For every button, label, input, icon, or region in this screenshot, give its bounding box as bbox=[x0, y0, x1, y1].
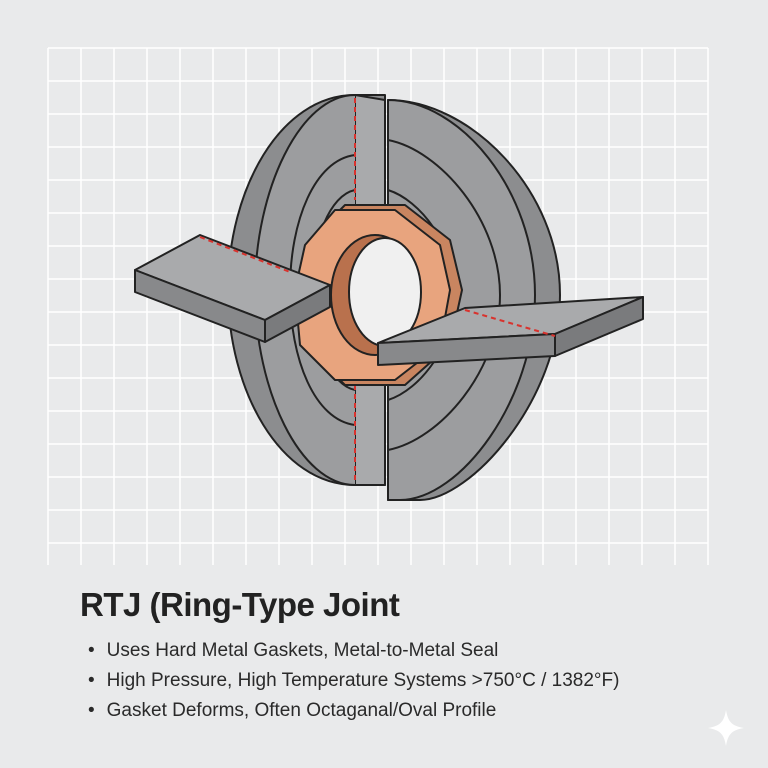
sparkle-icon bbox=[708, 710, 744, 746]
right-clamp-bar bbox=[377, 296, 644, 366]
diagram-title: RTJ (Ring-Type Joint bbox=[80, 586, 400, 623]
feature-list: Uses Hard Metal Gaskets, Metal-to-Metal … bbox=[88, 636, 620, 726]
feature-item: High Pressure, High Temperature Systems … bbox=[88, 666, 620, 696]
feature-item: Gasket Deforms, Often Octaganal/Oval Pro… bbox=[88, 696, 619, 726]
right-flange-half bbox=[387, 99, 561, 501]
left-clamp-bar bbox=[134, 234, 331, 343]
feature-item: Uses Hard Metal Gaskets, Metal-to-Metal … bbox=[88, 636, 619, 666]
